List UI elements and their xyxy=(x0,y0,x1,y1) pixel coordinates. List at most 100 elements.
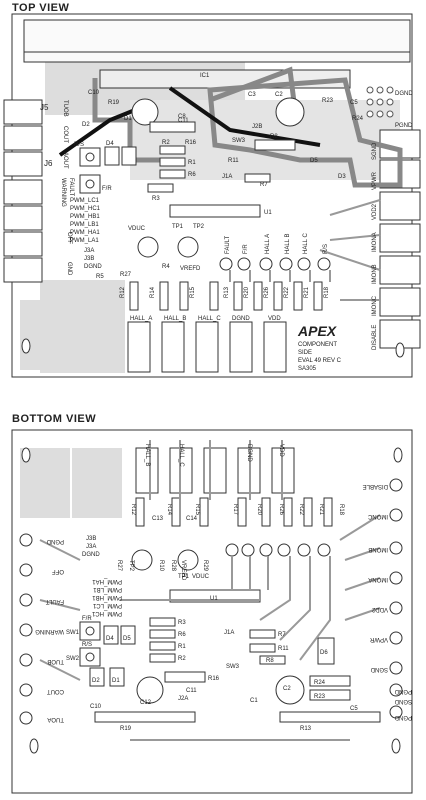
top-pwm-hc1: PWM_HC1 xyxy=(70,206,101,212)
top-label-r19: R19 xyxy=(108,100,120,106)
bot-left-tuoa: TUOA xyxy=(47,716,64,722)
bot-right-disable: DISABLE xyxy=(363,483,388,489)
top-label-d1: D1 xyxy=(124,116,132,122)
top-jumper-j3b: J3B xyxy=(84,256,94,262)
top-pwm-lc1: PWM_LC1 xyxy=(70,198,100,204)
bot-label-r11: R11 xyxy=(278,646,289,652)
bot-pwm-hb1: PWM_HB1 xyxy=(92,594,122,600)
top-label-d2: D2 xyxy=(82,122,90,128)
bot-label-vrefd: VREFD xyxy=(180,560,186,581)
bot-label-c5: C5 xyxy=(350,706,358,712)
bot-label-c12: C12 xyxy=(140,700,152,706)
top-label-tp1: TP1 xyxy=(172,224,184,230)
bot-label-r21: R21 xyxy=(318,504,324,516)
board-text-2: SIDE xyxy=(298,350,312,356)
bot-label-vduc: TP2 xyxy=(128,560,134,572)
bot-label-r1: R1 xyxy=(178,644,186,650)
bot-right-imona: IMONA xyxy=(368,576,388,582)
bot-pwm-ha1: PWM_HA1 xyxy=(92,578,122,584)
top-right-dgnd: DGND xyxy=(395,91,413,97)
bot-label-d4: D4 xyxy=(106,636,114,642)
bot-label-r19: R19 xyxy=(120,726,132,732)
top-right-pgnd: PGND xyxy=(395,123,413,129)
top-label-r20: R20 xyxy=(244,286,250,298)
top-right-imonb: IMONB xyxy=(372,264,378,284)
top-led-hall-b: HALL B xyxy=(285,234,291,254)
top-label-c8: C8 xyxy=(178,114,186,120)
bot-label-c13: C13 xyxy=(152,516,164,522)
bot-label-r3: R3 xyxy=(178,620,186,626)
bot-right-pgnd2: PGND xyxy=(394,714,412,720)
top-pwm-ha1: PWM_HA1 xyxy=(70,230,100,236)
bot-label-r16: R16 xyxy=(208,676,220,682)
bot-label-r2: R2 xyxy=(178,656,186,662)
top-label-r23: R23 xyxy=(322,98,334,104)
top-jumper-dgnd: DGND xyxy=(84,264,102,270)
top-led-rs: R/S xyxy=(323,244,329,254)
top-left-warning: WARNING xyxy=(60,178,66,207)
top-label-r14: R14 xyxy=(150,286,156,298)
top-label-vrefd: VREFD xyxy=(180,266,201,272)
bot-label-r10: R10 xyxy=(158,560,164,572)
bot-top-vdd: VDD xyxy=(278,444,284,457)
bot-label-r28: R28 xyxy=(170,560,176,572)
top-ic1-label: IC1 xyxy=(200,73,210,79)
top-label-c10: C10 xyxy=(88,90,100,96)
top-view-board xyxy=(3,13,421,378)
bot-right-sgnd: SGND xyxy=(370,666,388,672)
bot-top-dgnd: DGND xyxy=(246,444,252,462)
bot-left-warning: WARNING xyxy=(35,628,64,634)
bot-label-j1a: J1A xyxy=(224,630,234,636)
top-pad-dgnd: DGND xyxy=(232,316,250,322)
top-label-c2: C2 xyxy=(275,92,283,98)
top-label-r8: R8 xyxy=(270,134,278,140)
bot-pwm-hc1: PWM_HC1 xyxy=(91,610,122,616)
bot-left-fault: FAULT xyxy=(45,598,64,604)
bot-label-d1: D1 xyxy=(112,678,120,684)
bot-right-vdd2: VDD2 xyxy=(371,606,388,612)
bot-label-sw1: SW1 xyxy=(66,630,80,636)
top-left-aout: AOUT xyxy=(62,152,68,169)
top-right-imona: IMONA xyxy=(372,232,378,252)
bot-label-r8: R8 xyxy=(266,658,274,664)
bot-right-imonb: IMONB xyxy=(368,546,388,552)
bot-label-c2: C2 xyxy=(283,686,291,692)
top-label-u1: U1 xyxy=(264,210,272,216)
top-led-fr: F/R xyxy=(243,244,249,254)
bot-label-r12: R12 xyxy=(130,504,136,516)
bot-label-r29: R29 xyxy=(202,560,208,572)
bot-right-pgnd: PGND xyxy=(394,688,412,694)
top-label-r21: R21 xyxy=(304,286,310,298)
bot-pwm-lc1: PWM_LC1 xyxy=(92,602,122,608)
bottom-view-board xyxy=(11,429,413,794)
top-right-disable: DISABLE xyxy=(372,325,378,350)
bot-label-tp1: TP1 xyxy=(178,574,190,580)
top-label-vduc: VDUC xyxy=(128,226,146,232)
bot-label-sw2: SW2 xyxy=(66,656,80,662)
bot-pwm-lb1: PWM_LB1 xyxy=(93,586,122,592)
board-text-3: EVAL 49 REV C xyxy=(298,358,342,364)
bot-label-u1: U1 xyxy=(210,596,218,602)
bot-label-c14: C14 xyxy=(186,516,198,522)
top-pad-vdd: VDD xyxy=(268,316,281,322)
top-label-c11: C11 xyxy=(178,118,189,124)
bot-top-hall-b: HALL_B xyxy=(144,444,150,466)
bot-label-r20: R20 xyxy=(256,504,262,516)
top-pwm-lb1: PWM_LB1 xyxy=(70,222,99,228)
top-label-r6: R6 xyxy=(188,172,196,178)
board-text-4: SA305 xyxy=(298,366,317,372)
left-connector-blocks xyxy=(3,99,43,283)
top-pad-hall-b: HALL_B xyxy=(164,316,186,322)
top-label-r3: R3 xyxy=(152,196,160,202)
top-label-d4: D4 xyxy=(106,141,114,147)
bot-label-c1: C1 xyxy=(250,698,258,704)
top-label-r27: R27 xyxy=(120,272,132,278)
top-left-fault: FAULT xyxy=(68,178,74,197)
top-label-r11: R11 xyxy=(228,158,239,164)
bot-label-r23: R23 xyxy=(314,694,326,700)
top-pad-hall-a: HALL_A xyxy=(130,316,152,322)
bot-label-r26: R26 xyxy=(278,504,284,516)
board-text-1: COMPONENT xyxy=(298,342,337,348)
top-label-r16: R16 xyxy=(185,140,197,146)
bot-label-d2: D2 xyxy=(92,678,100,684)
